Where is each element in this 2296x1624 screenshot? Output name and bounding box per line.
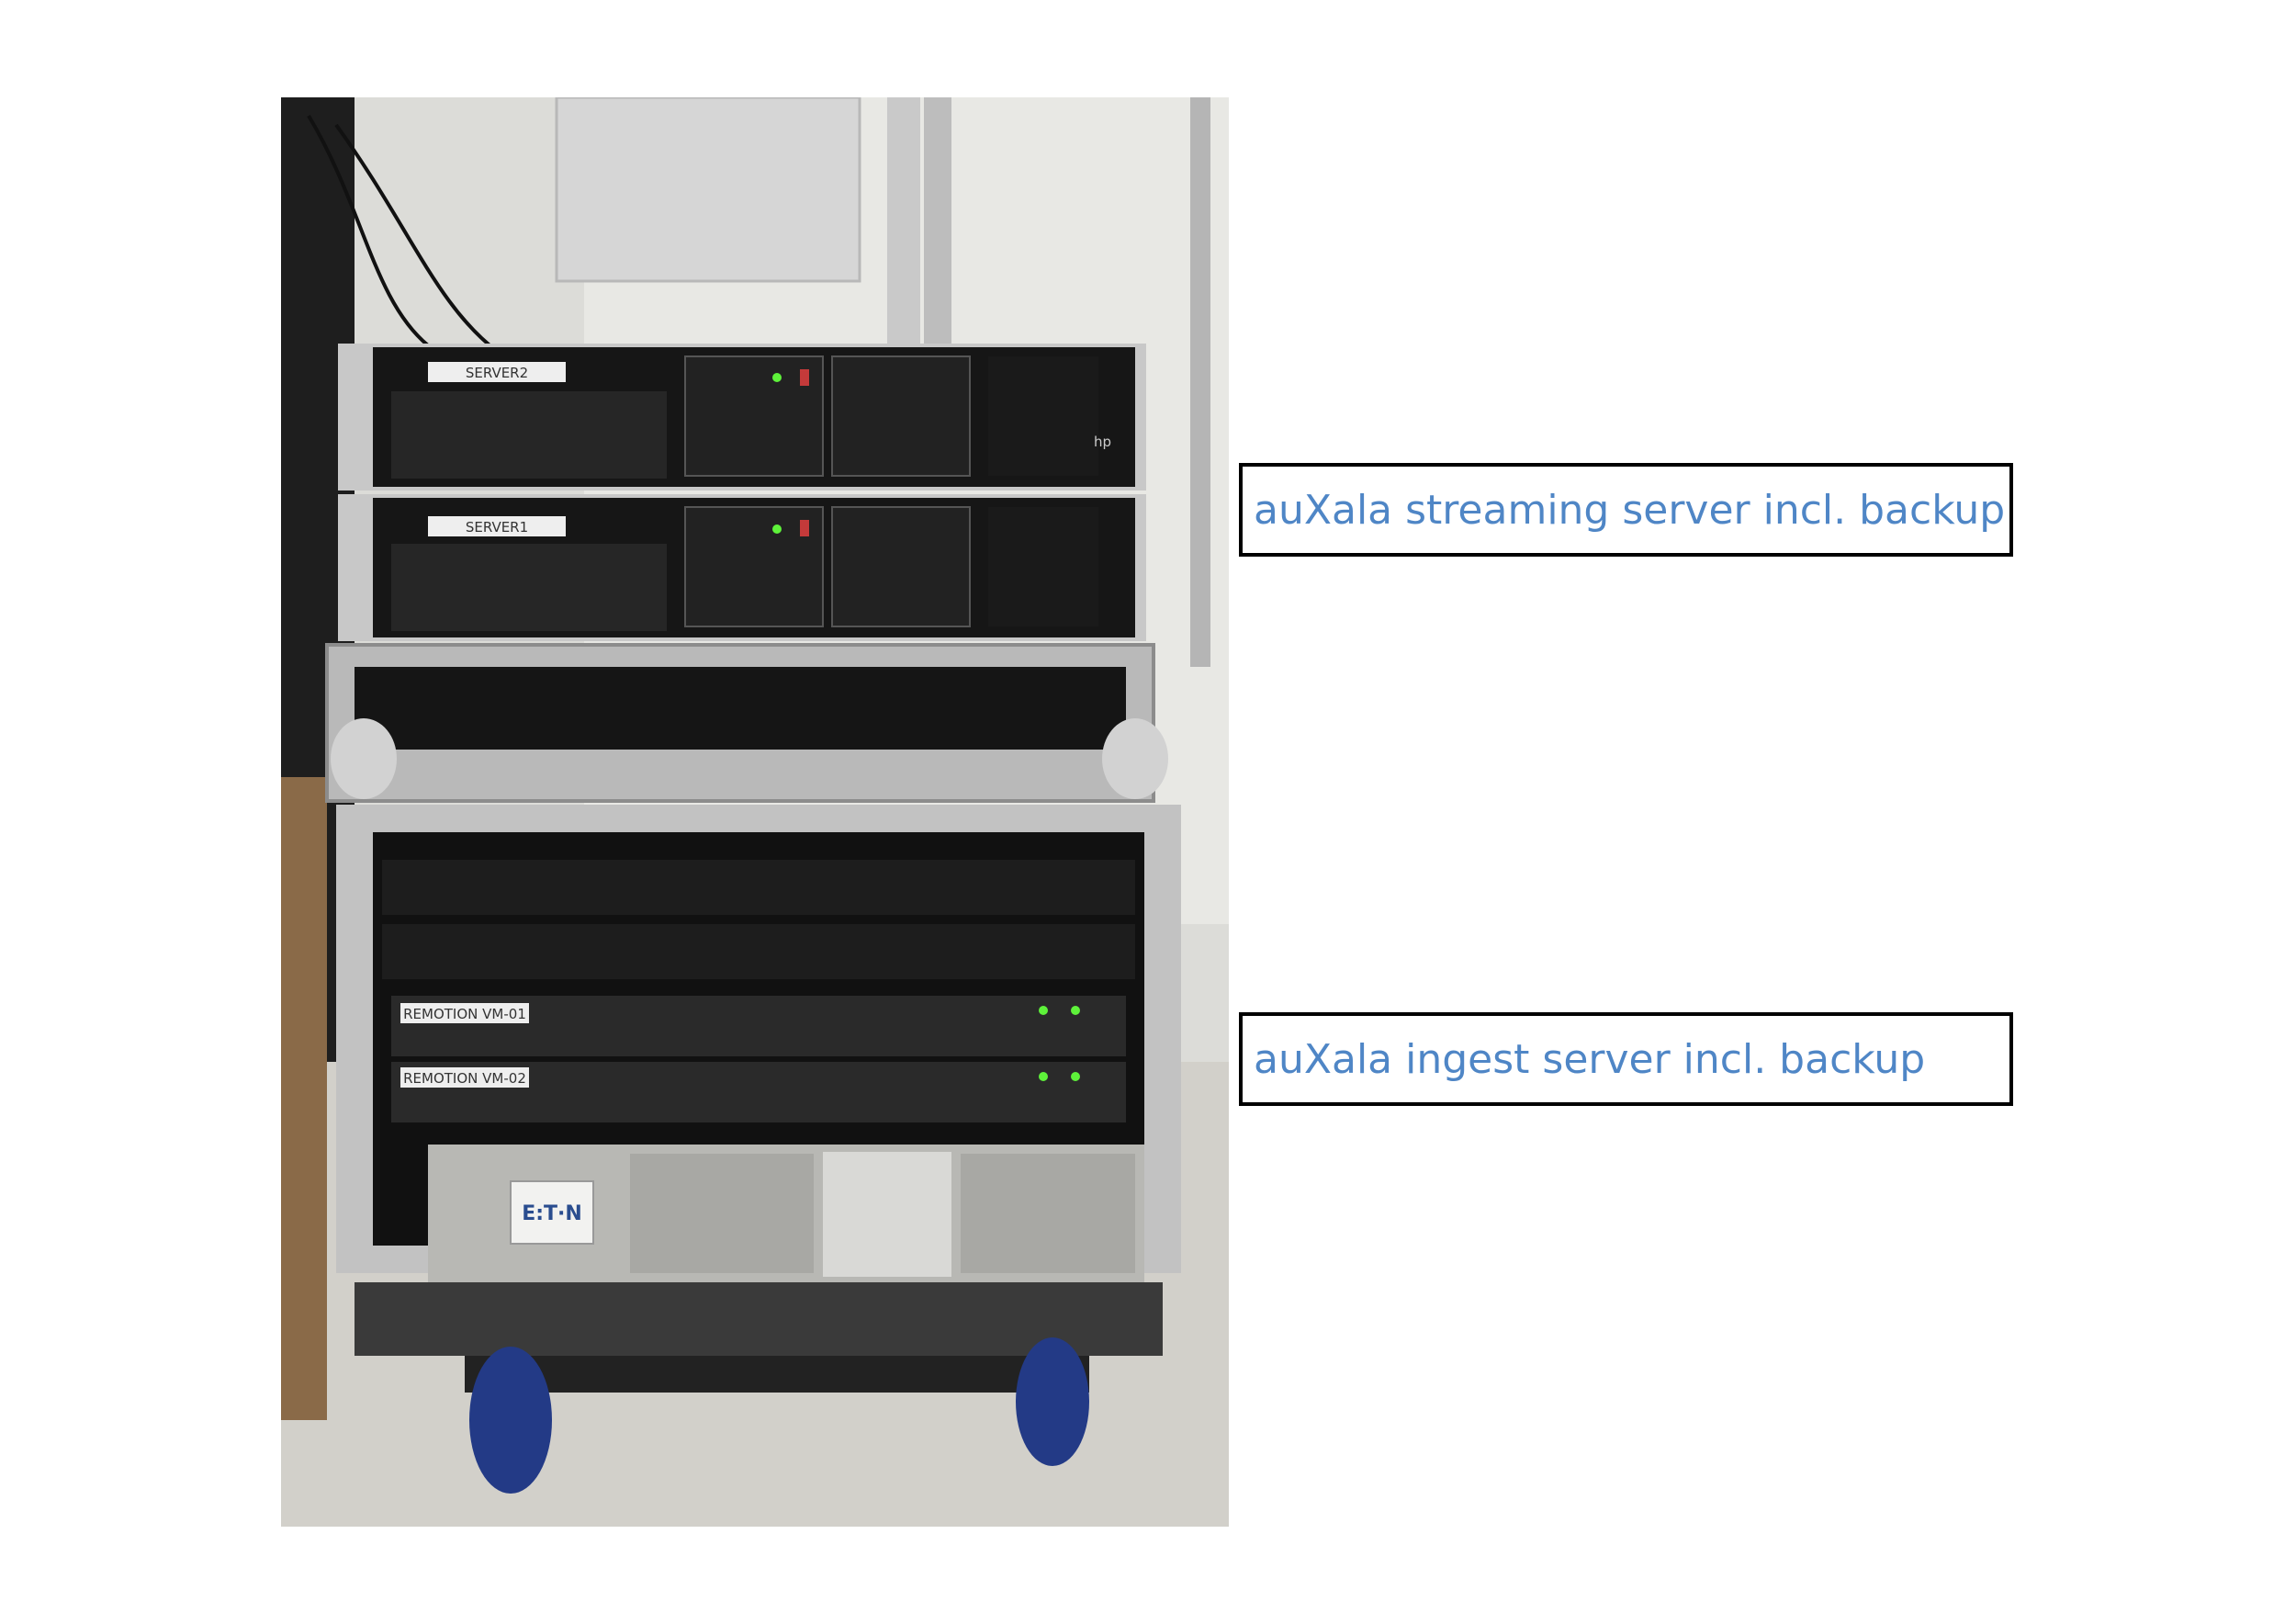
streaming-server-1: SERVER1 bbox=[338, 494, 1146, 641]
streaming-server-callout-text: auXala streaming server incl. backup bbox=[1254, 486, 2006, 534]
ups-unit: E:T·N bbox=[428, 1145, 1144, 1282]
ingest-server-2: REMOTION VM-02 bbox=[391, 1062, 1126, 1122]
hp-logo: hp bbox=[1094, 434, 1111, 450]
ups-logo: E:T·N bbox=[522, 1202, 582, 1225]
server1-label: SERVER1 bbox=[466, 519, 528, 536]
streaming-server-2: SERVER2 hp bbox=[338, 344, 1146, 491]
server-rack-photo: SERVER2 hp SERVER1 bbox=[281, 97, 1229, 1527]
ingest-server-callout-text: auXala ingest server incl. backup bbox=[1254, 1035, 1926, 1083]
ingest1-label: REMOTION VM-01 bbox=[403, 1006, 526, 1022]
ingest-server-1: REMOTION VM-01 bbox=[391, 996, 1126, 1056]
server2-label: SERVER2 bbox=[466, 365, 528, 381]
ingest2-label: REMOTION VM-02 bbox=[403, 1070, 526, 1087]
streaming-server-callout: auXala streaming server incl. backup bbox=[1239, 463, 2013, 557]
ingest-server-callout: auXala ingest server incl. backup bbox=[1239, 1012, 2013, 1106]
